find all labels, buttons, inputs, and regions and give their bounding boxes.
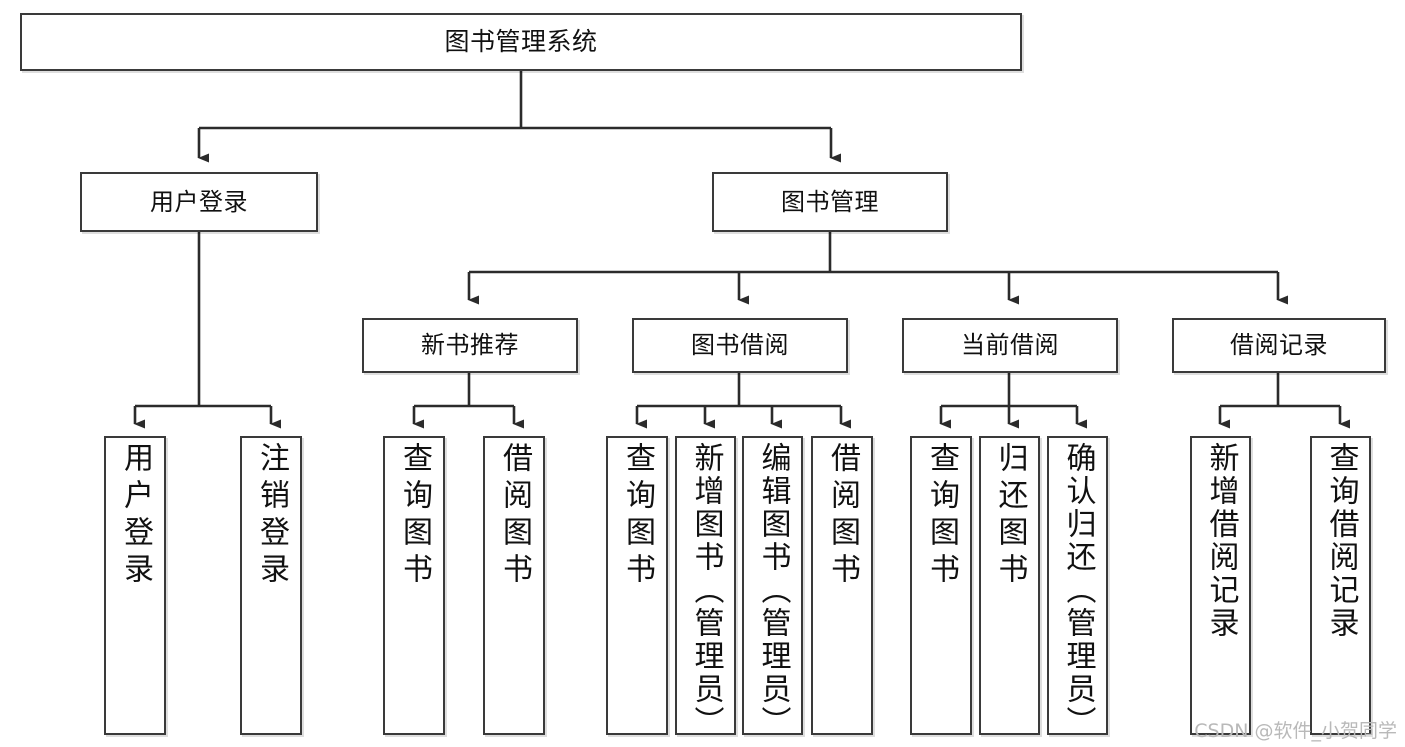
watermark-text: CSDN @软件_小贺同学 (1194, 720, 1397, 742)
node-label: 编辑图书（管理员） (755, 442, 791, 739)
node-leaf-query-book-rec[interactable]: 查询图书 (383, 436, 445, 735)
node-label: 图书管理系统 (444, 27, 598, 56)
node-leaf-borrow-book-rec[interactable]: 借阅图书 (483, 436, 545, 735)
node-leaf-logout[interactable]: 注销登录 (240, 436, 302, 735)
node-book-management[interactable]: 图书管理 (712, 172, 948, 232)
node-label: 归还图书 (992, 442, 1028, 590)
node-label: 用户登录 (150, 187, 248, 216)
node-leaf-add-book-admin[interactable]: 新增图书（管理员） (675, 436, 736, 739)
node-label: 新增借阅记录 (1203, 442, 1239, 640)
node-leaf-query-book-current[interactable]: 查询图书 (910, 436, 972, 735)
node-label: 查询图书 (397, 442, 432, 590)
node-book-borrowing[interactable]: 图书借阅 (632, 318, 848, 373)
node-label: 借阅记录 (1230, 331, 1328, 360)
node-leaf-query-book-borrow[interactable]: 查询图书 (606, 436, 668, 735)
node-leaf-confirm-return-admin[interactable]: 确认归还（管理员） (1047, 436, 1108, 739)
node-label: 借阅图书 (497, 442, 532, 590)
node-leaf-user-login[interactable]: 用户登录 (104, 436, 166, 735)
node-label: 借阅图书 (825, 442, 860, 590)
node-label: 新书推荐 (421, 331, 519, 360)
node-label: 查询借阅记录 (1323, 442, 1359, 640)
node-leaf-add-borrow-record[interactable]: 新增借阅记录 (1190, 436, 1251, 735)
node-leaf-query-borrow-record[interactable]: 查询借阅记录 (1310, 436, 1371, 735)
node-label: 查询图书 (620, 442, 655, 590)
node-leaf-return-book[interactable]: 归还图书 (979, 436, 1040, 735)
node-label: 图书管理 (781, 187, 879, 216)
node-current-borrowing[interactable]: 当前借阅 (902, 318, 1118, 373)
node-label: 用户登录 (118, 442, 153, 590)
node-user-login[interactable]: 用户登录 (80, 172, 318, 232)
node-new-book-recommendation[interactable]: 新书推荐 (362, 318, 578, 373)
node-leaf-edit-book-admin[interactable]: 编辑图书（管理员） (742, 436, 803, 739)
node-label: 图书借阅 (691, 331, 789, 360)
node-label: 查询图书 (924, 442, 959, 590)
node-leaf-borrow-book[interactable]: 借阅图书 (811, 436, 873, 735)
node-borrowing-records[interactable]: 借阅记录 (1172, 318, 1386, 373)
node-label: 新增图书（管理员） (688, 442, 724, 739)
node-root-book-management-system[interactable]: 图书管理系统 (20, 13, 1022, 71)
node-label: 当前借阅 (961, 331, 1059, 360)
node-label: 注销登录 (254, 442, 289, 590)
node-label: 确认归还（管理员） (1060, 442, 1096, 739)
